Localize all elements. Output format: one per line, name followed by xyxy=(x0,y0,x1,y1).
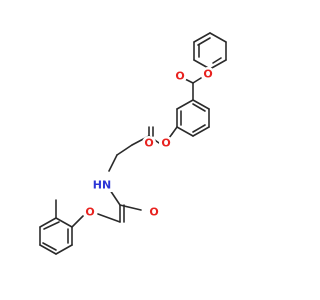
atom-nh: HN xyxy=(90,178,114,192)
bond-7 xyxy=(212,57,222,64)
atom-o-ester2-ether: O xyxy=(159,136,173,150)
bond-10 xyxy=(192,77,202,84)
bond-35 xyxy=(71,215,84,228)
bond-13 xyxy=(192,99,210,110)
bond-19 xyxy=(192,103,206,112)
atom-o-ester2-carbonyl: O xyxy=(142,136,156,150)
atom-o-phenoxy: O xyxy=(201,67,215,81)
svg-text:O: O xyxy=(161,137,170,150)
atom-o-amide-carbonyl: O xyxy=(147,205,161,219)
bond-36 xyxy=(55,217,73,228)
atom-label-layer: O O O O HN O xyxy=(83,67,215,219)
atom-o-aryl-ether: O xyxy=(83,205,97,219)
bond-18 xyxy=(176,99,194,110)
bond-40 xyxy=(55,244,73,255)
bond-20 xyxy=(192,124,206,133)
bond-2 xyxy=(209,59,227,70)
bond-31 xyxy=(119,204,142,211)
bond-29 xyxy=(108,154,118,172)
structure-canvas: O O O O HN O xyxy=(39,32,227,255)
svg-text:O: O xyxy=(85,206,94,219)
svg-text:O: O xyxy=(203,68,212,81)
bond-5 xyxy=(193,32,211,43)
bond-0 xyxy=(209,32,227,43)
bond-39 xyxy=(39,244,57,255)
bond-15 xyxy=(192,126,210,137)
atom-o-ester1-carbonyl: O xyxy=(173,69,187,83)
bond-34 xyxy=(97,213,121,223)
bond-30 xyxy=(109,189,121,206)
bond-16 xyxy=(176,126,194,137)
bond-layer xyxy=(39,32,227,255)
bond-28 xyxy=(116,144,133,156)
bond-37 xyxy=(39,217,57,228)
bond-6 xyxy=(197,37,211,46)
svg-text:O: O xyxy=(144,137,153,150)
bond-22 xyxy=(171,126,178,135)
svg-text:O: O xyxy=(175,70,184,83)
svg-text:O: O xyxy=(149,206,158,219)
bond-42 xyxy=(43,221,60,230)
molecule-drawing: O O O O HN O xyxy=(39,32,227,255)
bond-43 xyxy=(42,242,57,251)
svg-text:HN: HN xyxy=(93,179,111,192)
